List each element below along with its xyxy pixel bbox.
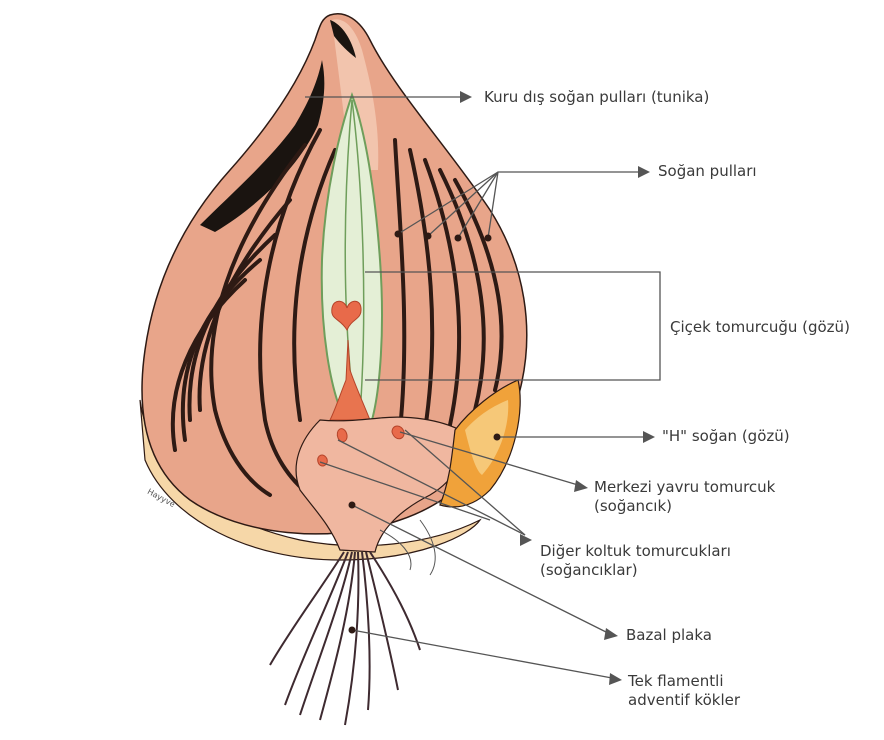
label-basal-plate: Bazal plaka [626, 626, 712, 645]
label-roots-line2: adventif kökler [628, 691, 740, 710]
label-central-bud-line1: Merkezi yavru tomurcuk [594, 478, 775, 497]
label-dry-tunic: Kuru dış soğan pulları (tunika) [484, 88, 709, 107]
label-axillary-line2: (soğancıklar) [540, 561, 731, 580]
label-h-bulb: "H" soğan (gözü) [662, 427, 790, 446]
label-bulb-scales: Soğan pulları [658, 162, 757, 181]
label-axillary-line1: Diğer koltuk tomurcukları [540, 542, 731, 561]
label-roots-line1: Tek flamentli [628, 672, 740, 691]
label-central-bud: Merkezi yavru tomurcuk (soğancık) [594, 478, 775, 516]
label-axillary-buds: Diğer koltuk tomurcukları (soğancıklar) [540, 542, 731, 580]
label-flower-bud: Çiçek tomurcuğu (gözü) [670, 318, 850, 337]
label-roots: Tek flamentli adventif kökler [628, 672, 740, 710]
label-central-bud-line2: (soğancık) [594, 497, 775, 516]
